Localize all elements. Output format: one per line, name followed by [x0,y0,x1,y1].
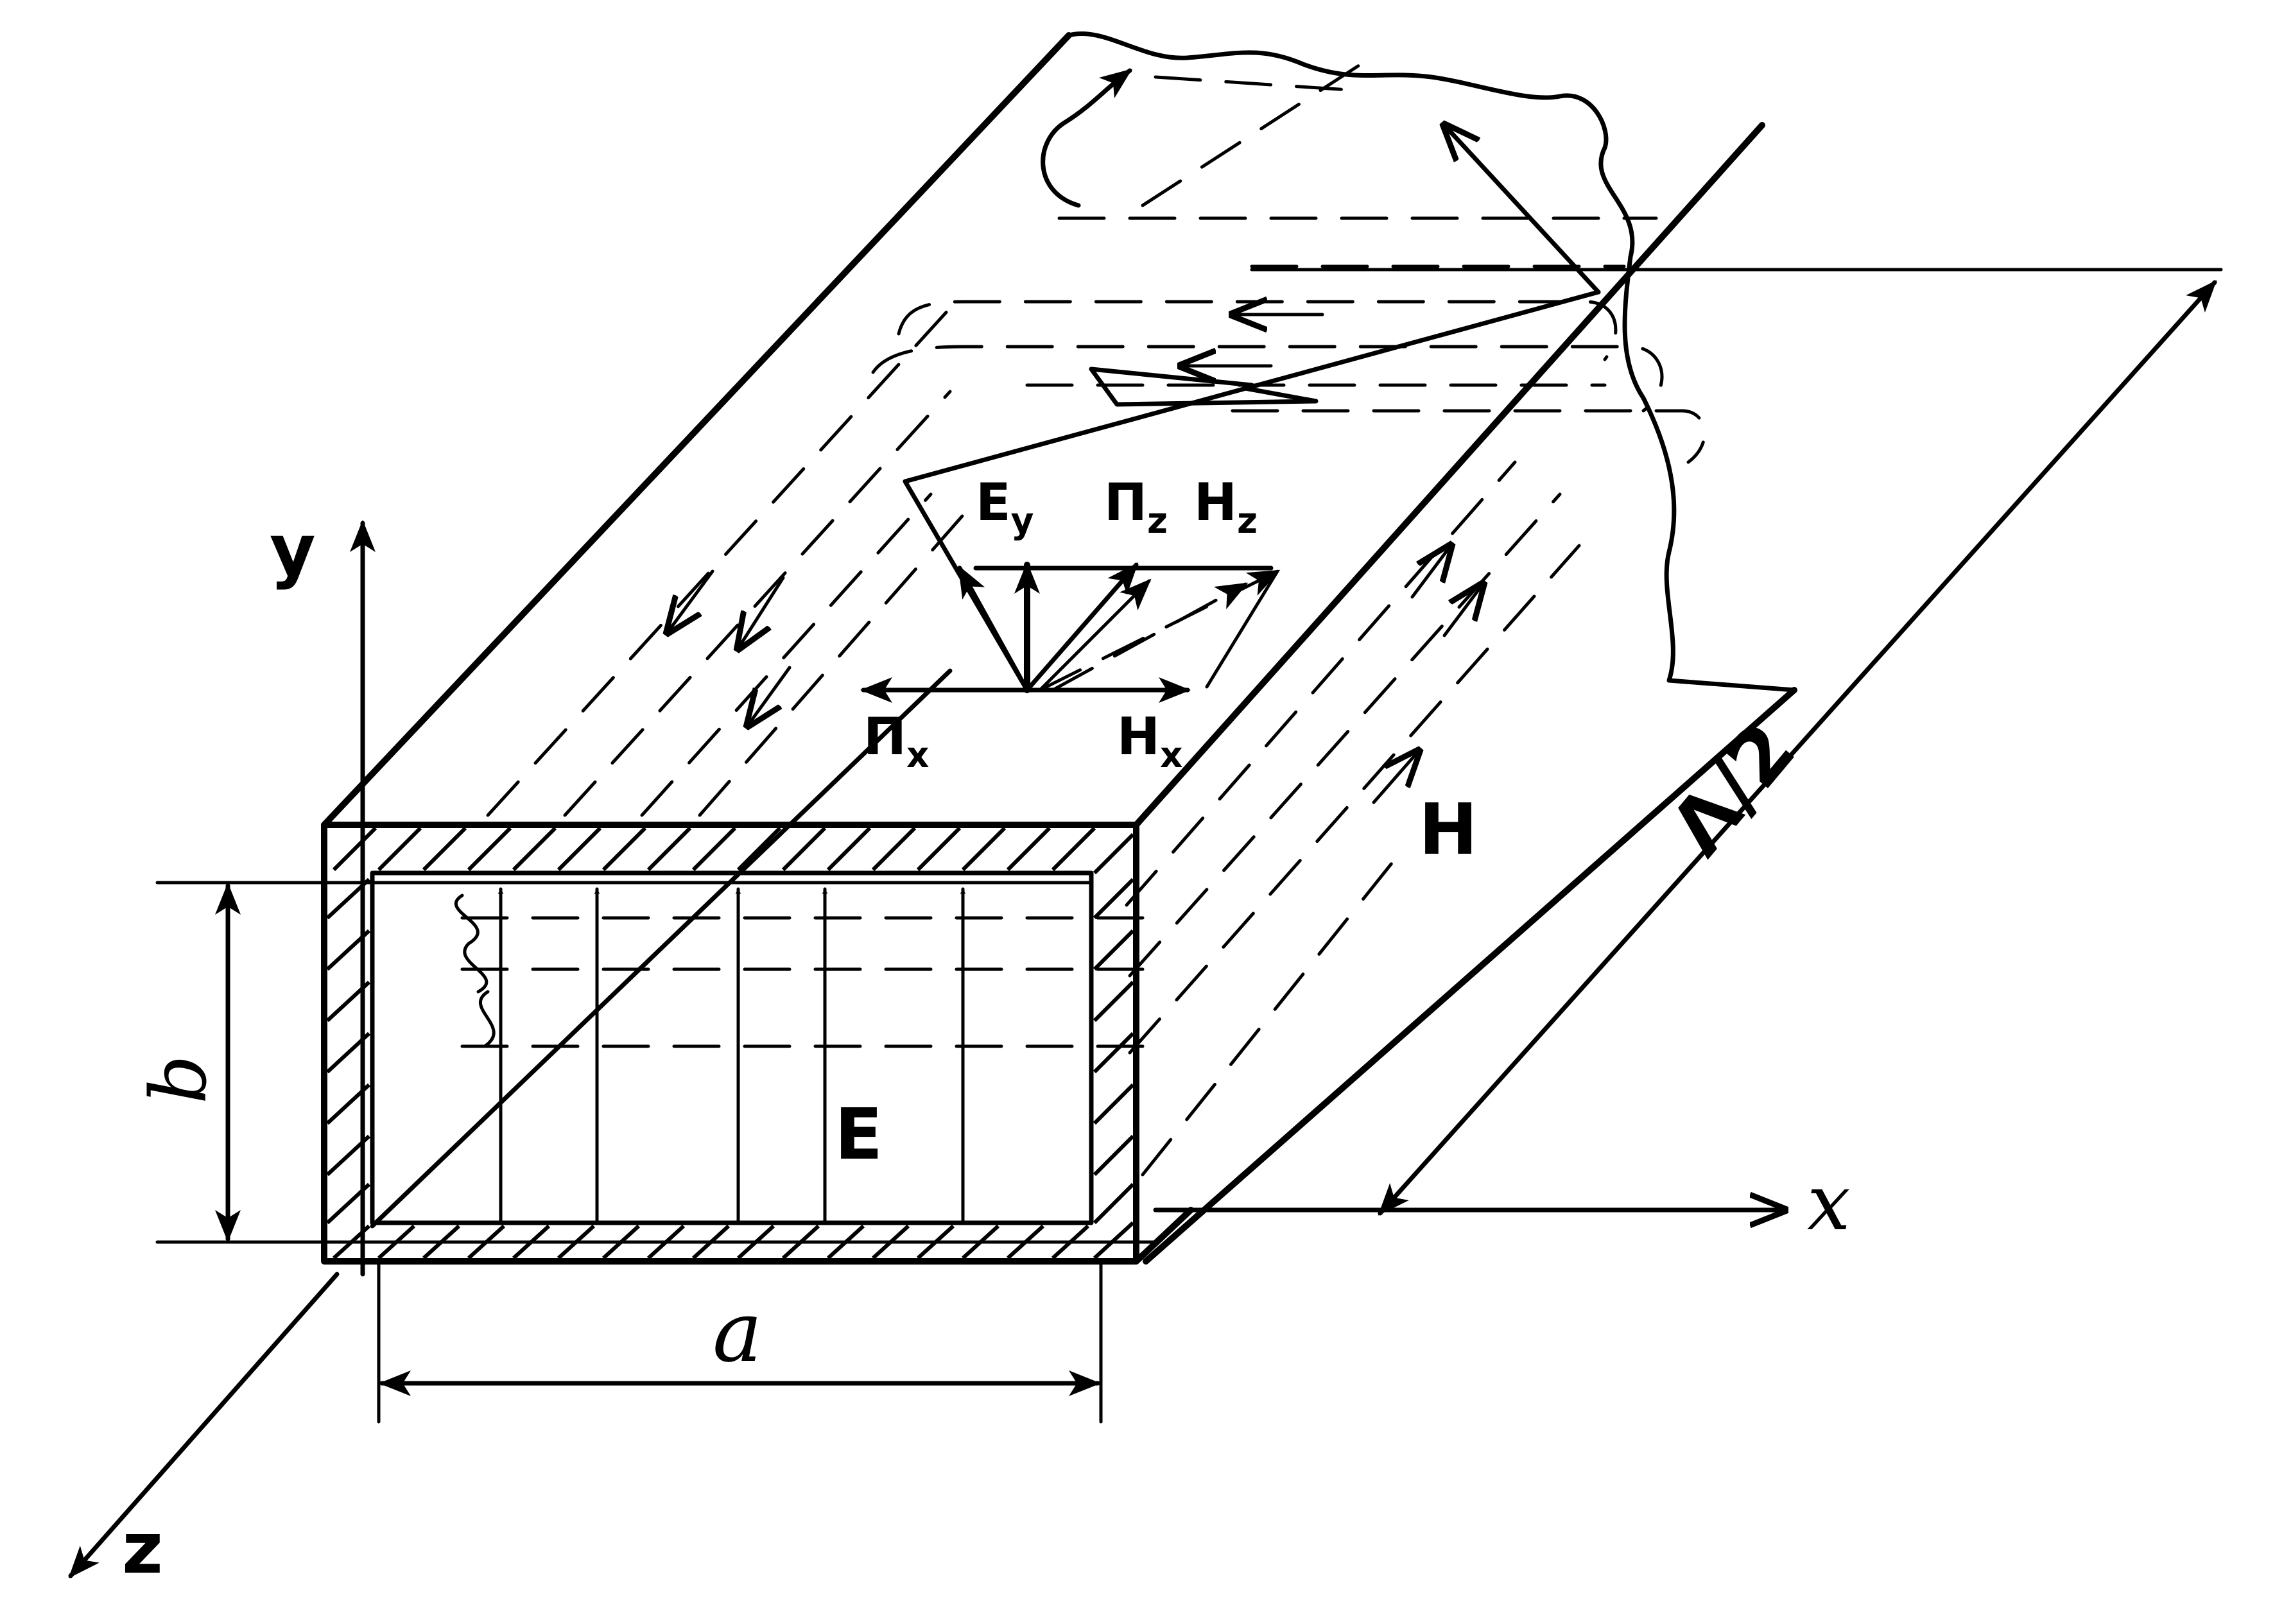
width-a-label: a [713,1283,763,1381]
z-axis-line [68,1272,340,1578]
h-x-label: Hx [1117,707,1182,775]
field-e-label: E [835,1093,883,1175]
z-axis-label: z [122,1507,163,1589]
x-axis-label: x [1807,1159,1851,1248]
y-axis-label: y [270,509,316,591]
half-wavelength-arrow [1378,280,2217,1216]
e-y-label: Ey [976,472,1034,541]
half-wavelength-label: Λ/2 [1654,707,1813,872]
dimension-lines [155,268,2223,1424]
e-field-lines [497,887,966,1225]
wall-hatching [325,826,1135,1260]
vector-diagram [860,125,1601,703]
field-h-label: H [1419,788,1478,870]
height-b-label: b [135,1055,224,1104]
h-field-lines [454,62,1706,1177]
pi-z-vector [1025,562,1139,693]
h-z-label: Hz [1194,472,1258,541]
labels: y x z a b Λ/2 E H Ey Πz Hz Πx Hx [122,472,1851,1589]
pi-x-label: Πx [863,707,929,775]
pi-z-label: Πz [1104,472,1168,541]
